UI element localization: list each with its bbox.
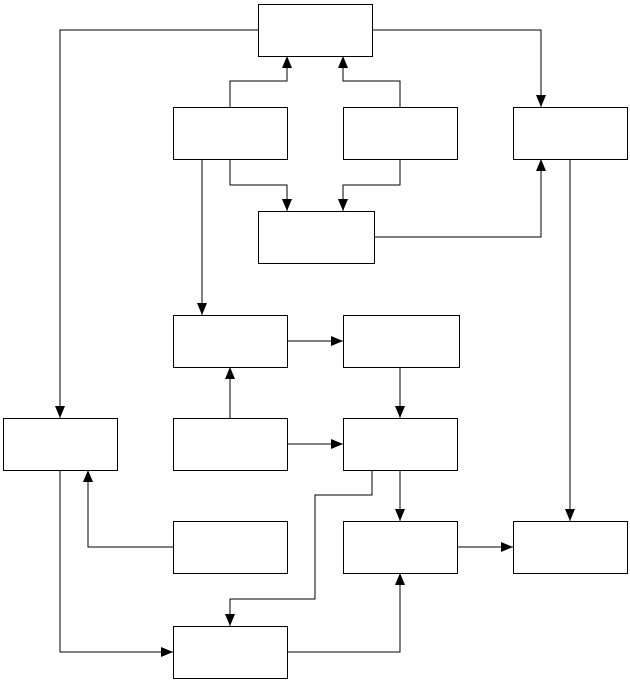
edge-right-upper-to-top [338,56,401,107]
edge-far-left-to-bottom [59,470,173,657]
node-far-right-lower [513,521,628,574]
edge-center-left-lower-to-center-left-mid [225,367,235,418]
arrowhead-icon [83,470,93,482]
node-box [343,418,458,471]
node-box [3,418,118,471]
connector-line [229,56,288,107]
connector-line [229,470,373,626]
node-center-left-mid [173,315,288,368]
node-far-right-upper [513,107,628,160]
node-box [258,4,373,57]
node-box [343,315,460,368]
edges-layer [55,29,575,657]
arrowhead-icon [395,406,405,418]
node-center-right-lower [343,418,458,471]
connector-line [87,470,173,548]
arrowhead-icon [501,542,513,552]
edge-left-upper-to-top [229,56,292,107]
node-middle-upper [258,211,375,264]
arrowhead-icon [331,336,343,346]
arrowhead-icon [536,95,546,107]
edge-center-right-mid-to-center-right-lower [395,367,405,418]
edge-left-upper-to-center-left-mid [197,159,207,315]
arrowhead-icon [338,199,348,211]
node-far-left [3,418,118,471]
node-left-upper [173,107,288,160]
edge-center-right-lower-to-bottom [225,470,373,626]
arrowhead-icon [282,199,292,211]
edge-left-upper-to-middle-upper [229,159,292,211]
connector-line [59,29,258,418]
node-box [513,107,628,160]
node-bottom-center [343,521,458,574]
node-box [343,521,458,574]
node-box [173,315,288,368]
edge-center-left-lower-to-center-right-lower [287,439,343,449]
node-center-right-mid [343,315,460,368]
node-top [258,4,373,57]
edge-top-to-far-right-upper [372,29,546,107]
connector-line [229,159,288,211]
node-box [173,521,288,574]
arrowhead-icon [395,573,405,585]
node-box [343,107,458,160]
connector-line [287,573,401,653]
arrowhead-icon [338,56,348,68]
node-bottom [173,626,288,679]
connector-line [374,159,542,238]
node-box [173,107,288,160]
arrowhead-icon [225,614,235,626]
arrowhead-icon [395,509,405,521]
node-box [258,211,375,264]
node-right-upper [343,107,458,160]
node-center-left-lower [173,418,288,471]
connector-line [342,159,401,211]
node-box [173,626,288,679]
node-box [173,418,288,471]
arrowhead-icon [197,303,207,315]
arrowhead-icon [225,367,235,379]
node-bottom-left-feed [173,521,288,574]
arrowhead-icon [282,56,292,68]
arrowhead-icon [565,509,575,521]
edge-bottom-left-feed-to-far-left [83,470,173,548]
edge-middle-upper-to-far-right-upper [374,159,546,238]
edge-far-right-upper-to-far-right-lower [565,159,575,521]
edge-bottom-to-bottom-center [287,573,405,653]
connector-line [342,56,401,107]
edge-bottom-center-to-far-right-lower [457,542,513,552]
connector-line [59,470,173,653]
arrowhead-icon [331,439,343,449]
edge-top-to-far-left [55,29,258,418]
edge-center-right-lower-to-bottom-center [395,470,405,521]
arrowhead-icon [55,406,65,418]
edge-center-left-mid-to-center-right-mid [287,336,343,346]
arrowhead-icon [161,647,173,657]
edge-right-upper-to-middle-upper [338,159,401,211]
connector-line [372,29,542,107]
node-box [513,521,628,574]
nodes-layer [3,4,628,679]
arrowhead-icon [536,159,546,171]
